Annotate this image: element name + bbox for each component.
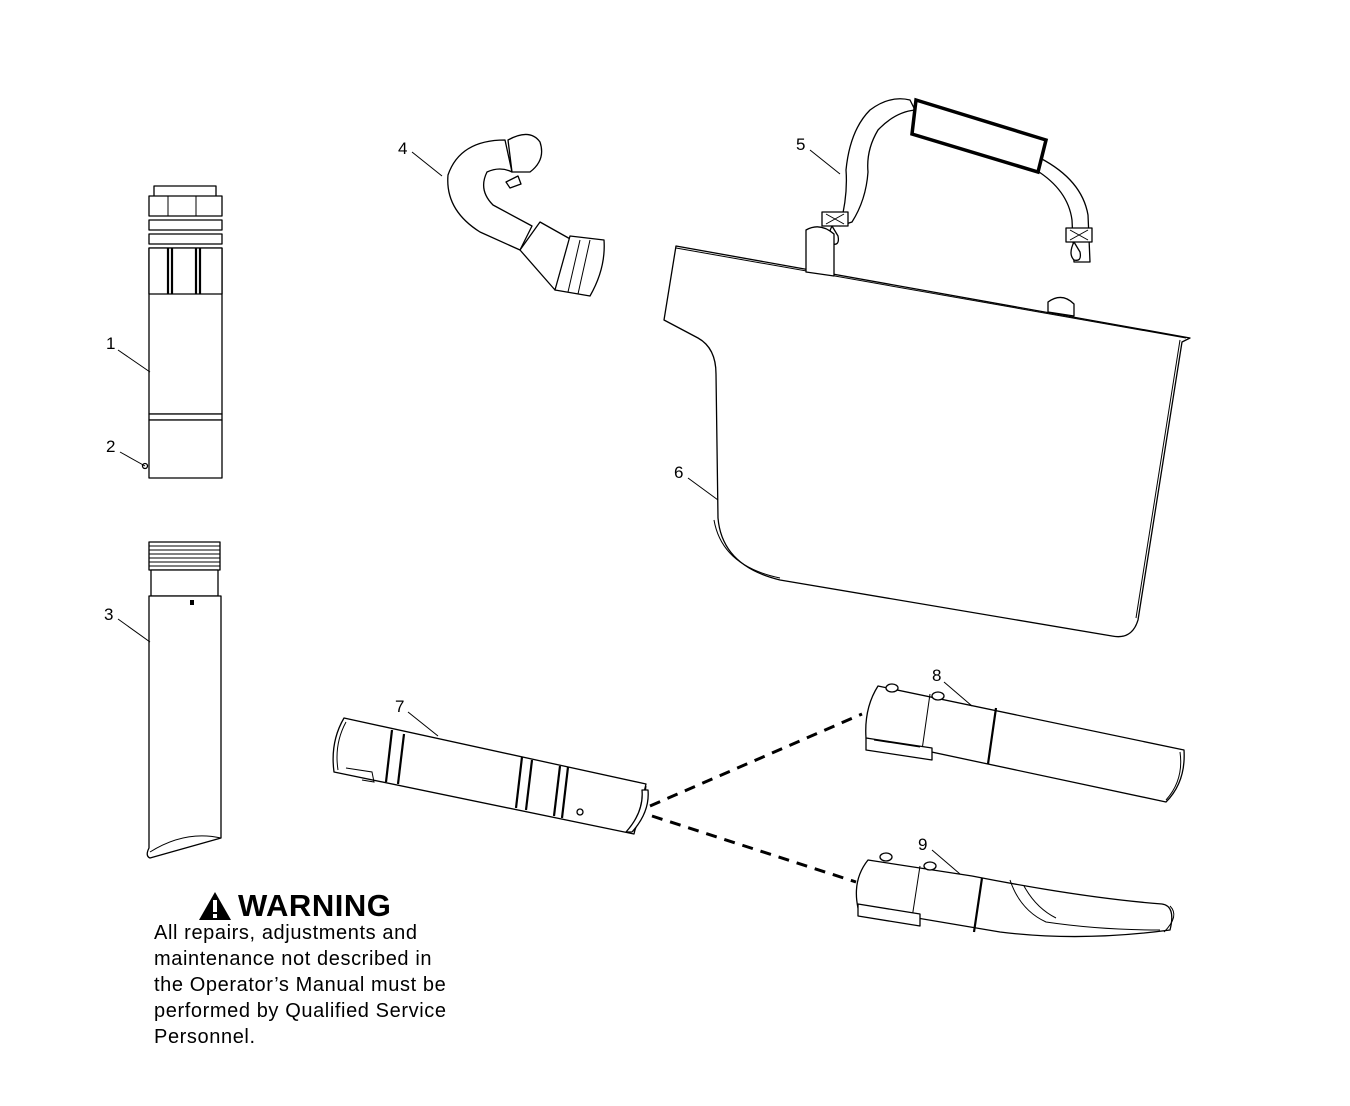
warning-notice: WARNING All repairs, adjustments and mai… <box>154 888 514 1050</box>
warning-line: the Operator’s Manual must be <box>154 974 447 996</box>
part-6-collection-bag <box>663 226 1191 638</box>
dash-line-to-8 <box>649 712 863 808</box>
part-8-round-nozzle <box>865 683 1185 803</box>
part-1-upper-tube <box>148 185 223 421</box>
warning-line: performed by Qualified Service <box>154 1000 447 1022</box>
connection-lines <box>649 712 863 884</box>
callout-4: 4 <box>398 139 407 158</box>
warning-line: maintenance not described in <box>154 948 433 970</box>
part-5-strap <box>821 97 1093 263</box>
warning-triangle-icon <box>199 892 231 920</box>
callout-9: 9 <box>918 835 927 854</box>
callout-5: 5 <box>796 135 805 154</box>
callout-numbers: 1 2 3 4 5 6 7 8 9 <box>104 135 941 854</box>
part-9-curved-nozzle <box>855 852 1175 938</box>
callout-2: 2 <box>106 437 115 456</box>
warning-text: All repairs, adjustments and maintenance… <box>154 920 514 1050</box>
callout-6: 6 <box>674 463 683 482</box>
leader-lines <box>117 149 973 875</box>
callout-8: 8 <box>932 666 941 685</box>
callout-3: 3 <box>104 605 113 624</box>
warning-header: WARNING <box>198 888 514 924</box>
part-2-lower-tube <box>141 419 223 479</box>
callout-7: 7 <box>395 697 404 716</box>
callout-1: 1 <box>106 334 115 353</box>
warning-title: WARNING <box>238 888 392 923</box>
part-7-straight-tube <box>332 717 649 835</box>
warning-line: All repairs, adjustments and <box>154 922 418 944</box>
warning-line: Personnel. <box>154 1026 256 1048</box>
part-3-nozzle <box>146 541 222 859</box>
part-4-elbow <box>447 133 605 297</box>
dash-line-to-9 <box>651 814 857 884</box>
